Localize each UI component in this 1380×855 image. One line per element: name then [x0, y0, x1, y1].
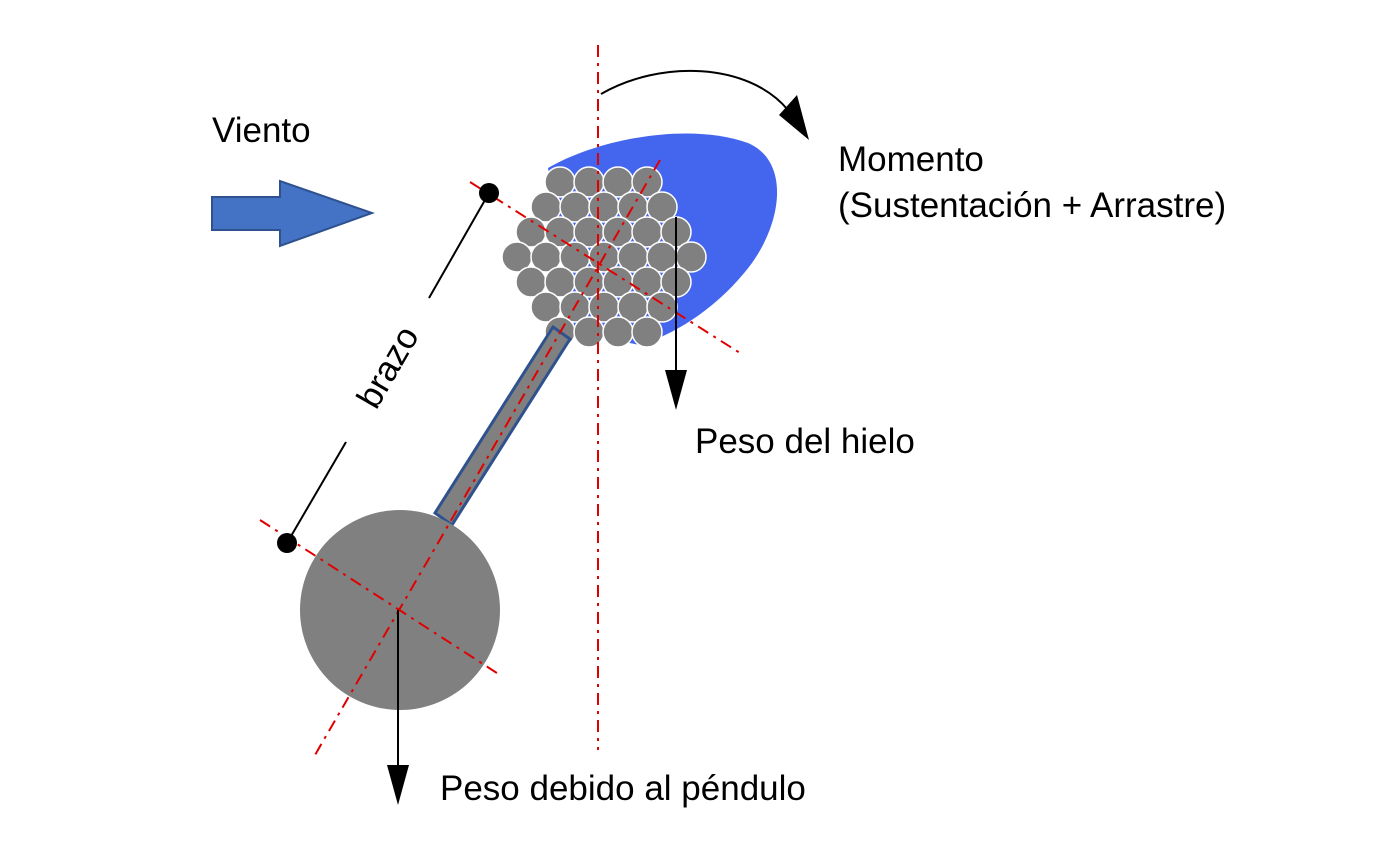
ice-weight-arrowhead-icon	[665, 370, 687, 410]
pendulum-weight-arrowhead-icon	[387, 765, 409, 805]
conductor-strand	[573, 316, 605, 348]
wind-label: Viento	[212, 111, 311, 150]
wind-arrow-icon	[211, 179, 376, 248]
pendulum-perpendicular-line	[259, 519, 501, 676]
moment-sublabel: (Sustentación + Arrastre)	[838, 186, 1226, 225]
conductor-strand	[631, 316, 663, 348]
axis-lines	[259, 45, 741, 756]
pendulum-rod	[432, 324, 573, 528]
conductor-strand	[646, 191, 678, 223]
arm-endpoint-bottom	[277, 533, 297, 553]
arm-label: brazo	[349, 320, 427, 415]
conductor-strand	[631, 166, 663, 198]
moment-arrowhead-icon	[779, 95, 809, 140]
moment-label: Momento	[838, 140, 984, 179]
arm-dimension-line-lower	[286, 441, 347, 544]
arm-endpoint-top	[479, 183, 499, 203]
moment-arrow-icon	[600, 69, 789, 111]
pendulum-weight-label: Peso debido al péndulo	[440, 769, 806, 808]
conductor-strand	[602, 316, 634, 348]
arm-dimension-line-upper	[428, 192, 490, 299]
rod-axis-line	[314, 159, 661, 756]
ice-weight-label: Peso del hielo	[695, 422, 915, 461]
